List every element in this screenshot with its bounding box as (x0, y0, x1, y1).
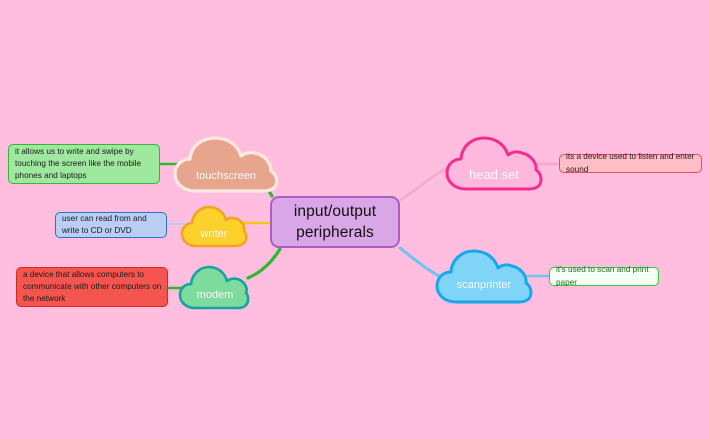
node-head-set[interactable]: head set (444, 134, 544, 194)
node-writer[interactable]: writer (180, 204, 248, 250)
note-writer[interactable]: user can read from and write to CD or DV… (55, 212, 167, 238)
cloud-shape-writer (180, 205, 248, 248)
node-modem[interactable]: modem (178, 264, 252, 312)
node-scanprinter[interactable]: scanprinter (434, 248, 534, 306)
note-scanprinter[interactable]: it's used to scan and print paper (549, 265, 659, 287)
note-writer-text: user can read from and write to CD or DV… (62, 213, 147, 235)
center-node[interactable]: input/output peripherals (270, 196, 400, 248)
cloud-shape-head-set (445, 136, 543, 191)
note-head-set-text: its a device used to listen and enter so… (566, 152, 695, 174)
note-modem-text: a device that allows computers to commun… (23, 269, 162, 304)
cloud-shape-scanprinter (435, 249, 533, 304)
node-head-set-label: head set (469, 167, 519, 182)
note-head-set[interactable]: its a device used to listen and enter so… (559, 152, 702, 174)
note-touchscreen-text: it allows us to write and swipe by touch… (15, 146, 142, 181)
node-touchscreen-label: touchscreen (196, 170, 256, 182)
edge-center-modem (246, 247, 282, 280)
node-modem-label: modem (196, 289, 234, 301)
note-modem[interactable]: a device that allows computers to commun… (16, 267, 168, 307)
node-touchscreen[interactable]: touchscreen (172, 134, 280, 196)
note-scanprinter-text: it's used to scan and print paper (556, 265, 649, 287)
node-scanprinter-label: scanprinter (456, 279, 512, 291)
node-writer-label: writer (200, 228, 228, 240)
cloud-shape-touchscreen (173, 136, 279, 193)
center-node-label: input/output peripherals (293, 202, 377, 241)
note-touchscreen[interactable]: it allows us to write and swipe by touch… (8, 144, 160, 184)
cloud-shape-modem (178, 265, 250, 310)
